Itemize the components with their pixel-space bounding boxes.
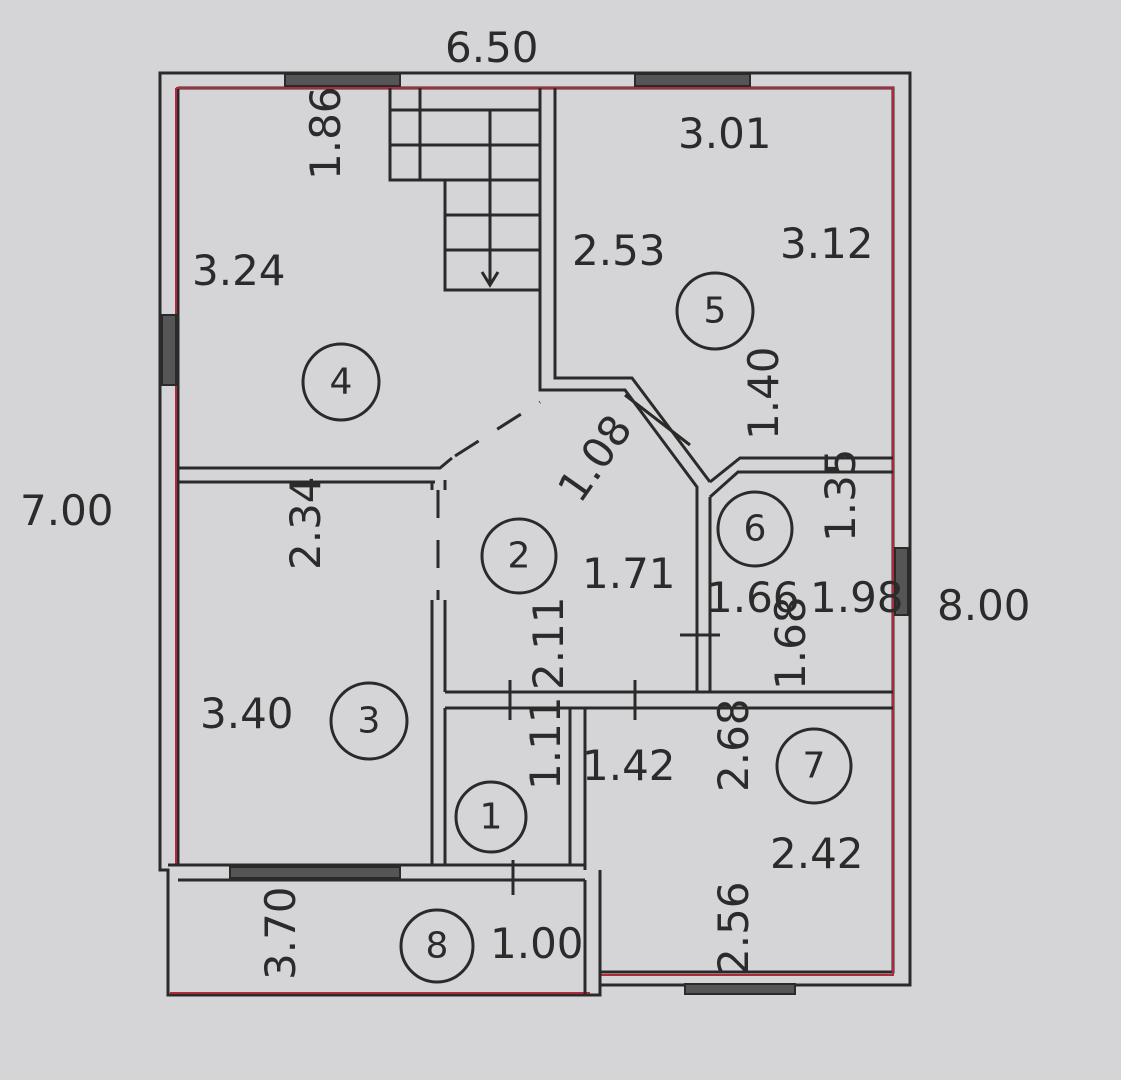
dim-5-d: 1.40 xyxy=(739,346,788,440)
dim-8-a: 3.70 xyxy=(256,886,305,980)
room-marker-4: 4 xyxy=(301,342,381,422)
dim-1-a: 1.11 xyxy=(521,696,570,790)
room-marker-2: 2 xyxy=(480,517,558,595)
dim-4-b: 3.24 xyxy=(192,246,286,295)
room-number: 1 xyxy=(480,797,503,838)
dim-5-a: 3.01 xyxy=(678,109,772,158)
windows xyxy=(161,73,909,995)
dim-7-a: 1.42 xyxy=(582,741,676,790)
dim-6-a: 1.35 xyxy=(816,448,865,542)
room-marker-7: 7 xyxy=(775,727,853,805)
dim-3-a: 2.34 xyxy=(281,476,330,570)
room-number: 5 xyxy=(704,291,727,332)
dim-4-a: 1.86 xyxy=(301,86,350,180)
room-marker-8: 8 xyxy=(399,908,475,984)
dim-6-d: 1.68 xyxy=(766,596,815,690)
dim-7-c: 2.42 xyxy=(770,829,864,878)
room-marker-3: 3 xyxy=(329,681,409,761)
dim-6-b: 1.66 xyxy=(706,573,800,622)
dim-2-c: 2.11 xyxy=(524,596,573,690)
dim-8-b: 1.00 xyxy=(490,919,584,968)
overall-width: 6.50 xyxy=(445,23,539,72)
dim-2-a: 1.08 xyxy=(548,406,642,511)
dim-5-c: 3.12 xyxy=(780,219,874,268)
room-number: 6 xyxy=(744,509,767,550)
overall-depth-right: 8.00 xyxy=(937,581,1031,630)
dim-2-b: 1.71 xyxy=(582,549,676,598)
staircase xyxy=(388,88,540,292)
room-number: 3 xyxy=(358,701,381,742)
room-number: 4 xyxy=(330,362,353,403)
room-number: 7 xyxy=(803,746,826,787)
room-number: 8 xyxy=(426,926,449,967)
room-marker-1: 1 xyxy=(454,780,528,854)
dim-5-b: 2.53 xyxy=(572,226,666,275)
room-marker-6: 6 xyxy=(716,490,794,568)
dim-7-d: 2.56 xyxy=(709,881,758,975)
overall-depth-left: 7.00 xyxy=(20,486,114,535)
room-number: 2 xyxy=(508,536,531,577)
dim-3-b: 3.40 xyxy=(200,689,294,738)
dim-7-b: 2.68 xyxy=(709,698,758,792)
dim-6-c: 1.98 xyxy=(810,573,904,622)
room-marker-5: 5 xyxy=(675,271,755,351)
